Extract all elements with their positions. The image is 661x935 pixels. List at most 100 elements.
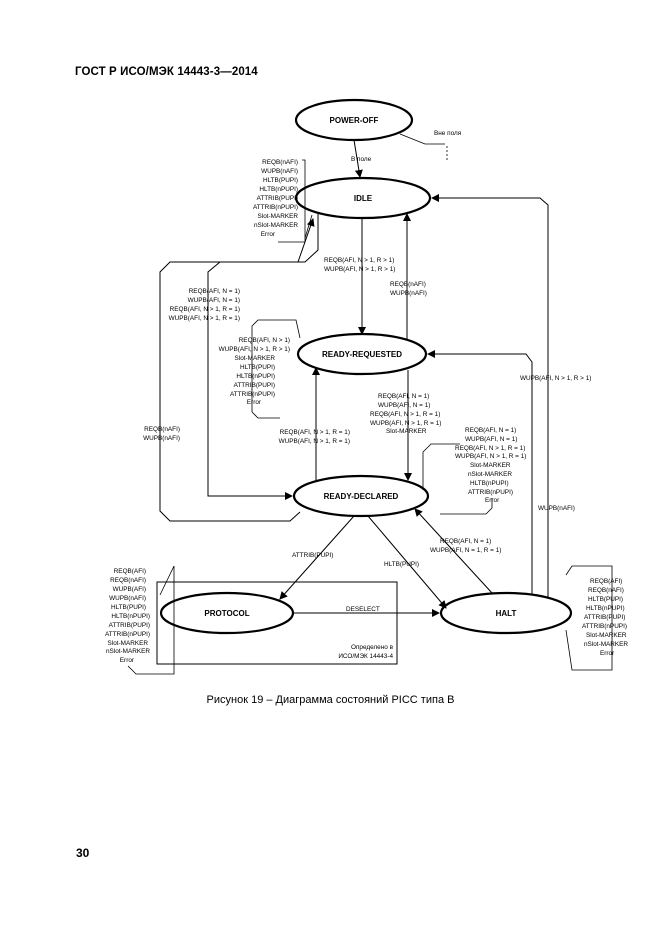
defined-in-line-1: Определено в [351, 644, 394, 651]
idle-to-rd-label: WUPB(AFI, N = 1) [188, 297, 240, 304]
idle-to-rr-label: REQB(AFI, N > 1, R > 1) [324, 257, 394, 264]
idle-self-label: nSlot-MARKER [254, 222, 298, 229]
out-of-field-label: Вне поля [434, 130, 462, 137]
rd-to-rr-label: WUPB(AFI, N > 1, R = 1) [279, 438, 350, 445]
arrow-halt-to-ready-declared [414, 508, 493, 594]
arrow-halt-to-ready-requested [427, 350, 533, 594]
deselect-label: DESELECT [346, 606, 380, 613]
protocol-self-label: REQB(nAFI) [110, 577, 146, 584]
rd-self-label: HLTB(nPUPI) [470, 480, 509, 487]
idle-to-rd-label: WUPB(AFI, N > 1, R = 1) [169, 315, 240, 322]
idle-self-label: Error [261, 231, 276, 238]
halt-self-label: REQB(nAFI) [588, 587, 624, 594]
page-number: 30 [76, 846, 90, 860]
halt-self-label: ATTRIB(nPUPI) [582, 623, 627, 630]
rd-to-idle-label: WUPB(nAFI) [143, 435, 180, 442]
state-ready-declared [292, 474, 430, 518]
arrow-ready-declared-to-halt [367, 515, 447, 609]
rd-to-protocol-label: ATTRIB(PUPI) [292, 552, 333, 559]
halt-self-labels: REQB(AFI) REQB(nAFI) HLTB(PUPI) HLTB(nPU… [582, 578, 628, 657]
protocol-self-label: WUPB(AFI) [113, 586, 146, 593]
idle-self-labels: REQB(nAFI) WUPB(nAFI) HLTB(PUPI) HLTB(nP… [253, 159, 298, 238]
rr-self-labels: REQB(AFI, N > 1) WUPB(AFI, N > 1, R > 1)… [219, 337, 290, 406]
rd-self-label: nSlot-MARKER [468, 471, 512, 478]
protocol-self-label: WUPB(nAFI) [109, 595, 146, 602]
idle-self-label: WUPB(nAFI) [261, 168, 298, 175]
idle-self-bracket [278, 159, 306, 243]
rr-self-bracket [251, 319, 301, 419]
rd-self-label: Slot-MARKER [470, 462, 511, 469]
state-idle [294, 176, 432, 220]
protocol-self-label: ATTRIB(PUPI) [109, 622, 150, 629]
idle-to-rd-label: REQB(AFI, N = 1) [189, 288, 240, 295]
defined-in-line-2: ИСО/МЭК 14443-4 [338, 653, 393, 660]
state-ready-declared-label: READY-DECLARED [324, 492, 399, 501]
arrow-power-off-to-idle [353, 139, 363, 178]
rd-to-halt-label: HLTB(PUPI) [384, 561, 419, 568]
figure-caption: Рисунок 19 – Диаграмма состояний PICC ти… [206, 694, 455, 706]
rr-self-label: Slot-MARKER [235, 355, 276, 362]
protocol-self-label: ATTRIB(nPUPI) [105, 631, 150, 638]
rr-to-idle-label: REQB(nAFI) [390, 281, 426, 288]
halt-self-label: HLTB(nPUPI) [586, 605, 625, 612]
rr-to-rd-label: WUPB(AFI, N > 1, R = 1) [370, 420, 441, 427]
rr-to-rd-label: REQB(AFI, N > 1, R = 1) [370, 411, 440, 418]
state-protocol-label: PROTOCOL [204, 609, 249, 618]
idle-self-connector [304, 214, 313, 239]
protocol-self-label: Slot-MARKER [108, 640, 149, 647]
state-halt-label: HALT [496, 609, 517, 618]
rr-to-rd-label: Slot-MARKER [386, 428, 427, 435]
halt-to-idle-label: WUPB(nAFI) [538, 505, 575, 512]
rd-self-label: Error [485, 497, 500, 504]
protocol-self-label: nSlot-MARKER [106, 648, 150, 655]
idle-self-label: ATTRIB(PUPI) [257, 195, 298, 202]
rd-self-label: REQB(AFI, N > 1, R = 1) [455, 445, 525, 452]
protocol-region-box [156, 581, 398, 665]
out-of-field-line [399, 133, 445, 145]
rr-to-idle-label: WUPB(nAFI) [390, 290, 427, 297]
halt-self-label: ATTRIB(PUPI) [584, 614, 625, 621]
protocol-self-label: REQB(AFI) [114, 568, 146, 575]
protocol-self-label: Error [120, 657, 135, 664]
halt-self-bracket [565, 565, 613, 671]
arrow-ready-declared-to-protocol [279, 515, 355, 600]
state-idle-label: IDLE [354, 194, 373, 203]
idle-to-rd-label: REQB(AFI, N > 1, R = 1) [170, 306, 240, 313]
rr-to-rd-label: WUPB(AFI, N = 1) [378, 402, 430, 409]
rd-to-rr-label: REQB(AFI, N > 1, R = 1) [280, 429, 350, 436]
idle-self-label: REQB(nAFI) [262, 159, 298, 166]
protocol-self-label: HLTB(nPUPI) [111, 613, 150, 620]
idle-self-label: Slot-MARKER [258, 213, 299, 220]
protocol-self-label: HLTB(PUPI) [111, 604, 146, 611]
halt-self-label: nSlot-MARKER [584, 641, 628, 648]
halt-to-rr-label: WUPB(AFI, N > 1, R > 1) [520, 375, 591, 382]
rd-to-idle-label: REQB(nAFI) [144, 426, 180, 433]
rd-self-label: WUPB(AFI, N > 1, R = 1) [455, 453, 526, 460]
state-halt [439, 591, 573, 635]
rd-self-label: ATTRIB(nPUPI) [468, 489, 513, 496]
halt-self-label: Error [600, 650, 615, 657]
idle-self-label: HLTB(nPUPI) [259, 186, 298, 193]
rr-self-label: REQB(AFI, N > 1) [239, 337, 290, 344]
rr-self-label: Error [247, 399, 262, 406]
rd-self-bracket [422, 443, 493, 515]
rr-self-label: HLTB(nPUPI) [236, 373, 275, 380]
rd-self-label: REQB(AFI, N = 1) [465, 427, 516, 434]
idle-self-label: HLTB(PUPI) [263, 177, 298, 184]
halt-self-label: HLTB(PUPI) [588, 596, 623, 603]
in-field-label: В поле [351, 156, 372, 163]
rr-self-label: ATTRIB(nPUPI) [230, 391, 275, 398]
halt-self-label: Slot-MARKER [586, 632, 627, 639]
rr-self-label: HLTB(PUPI) [240, 364, 275, 371]
rr-to-rd-label: REQB(AFI, N = 1) [378, 393, 429, 400]
state-ready-requested-label: READY-REQUESTED [322, 350, 402, 359]
rd-self-labels: REQB(AFI, N = 1) WUPB(AFI, N = 1) REQB(A… [455, 427, 526, 504]
protocol-self-labels: REQB(AFI) REQB(nAFI) WUPB(AFI) WUPB(nAFI… [105, 568, 150, 664]
halt-self-label: REQB(AFI) [590, 578, 622, 585]
state-power-off-label: POWER-OFF [330, 116, 379, 125]
arrow-ready-declared-to-idle [159, 218, 315, 522]
halt-to-rd-label: REQB(AFI, N = 1) [440, 538, 491, 545]
rr-self-label: ATTRIB(PUPI) [234, 382, 275, 389]
arrow-halt-to-idle [431, 194, 549, 598]
